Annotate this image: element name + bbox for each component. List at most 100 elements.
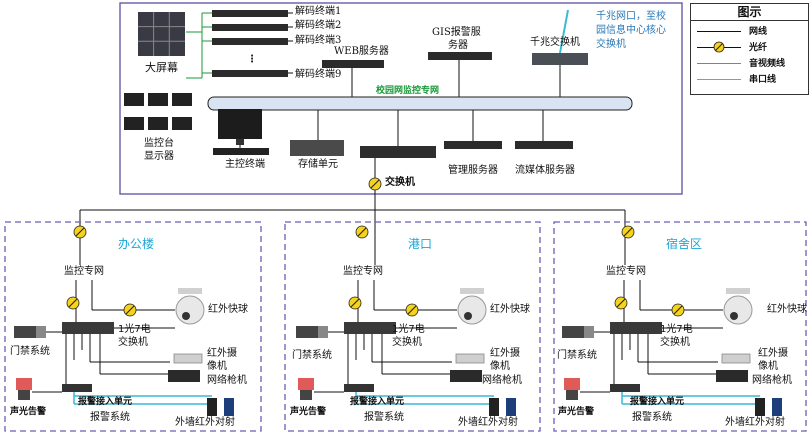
decoder-av-links — [186, 12, 212, 79]
alarm-unit-icon — [344, 384, 374, 392]
bullet-camera-icon — [450, 370, 482, 382]
alarm-unit-icon — [610, 384, 640, 392]
sound-light-alarm-label: 声光告警 — [290, 407, 327, 417]
siren-icon — [298, 378, 314, 400]
fiber-marker-icon — [73, 225, 87, 239]
decoder-label-3: 解码终端3 — [295, 35, 342, 46]
fiber-marker-icon — [66, 296, 80, 310]
site-name: 宿舍区 — [666, 237, 703, 251]
access-control-label: 门禁系统 — [292, 350, 332, 361]
fiber-marker-icon — [713, 41, 725, 53]
control-center-frame — [119, 2, 683, 195]
ir-camera-label-line1: 红外摄 — [758, 348, 788, 359]
fiber-switch-icon — [610, 322, 662, 334]
stream-server-label: 流媒体服务器 — [515, 165, 575, 176]
stream-server-icon — [515, 141, 573, 149]
sound-light-alarm-label: 声光告警 — [10, 407, 47, 417]
private-net-label: 监控专网 — [606, 266, 646, 277]
fiber-switch-label-line1: 1光7电 — [392, 324, 425, 335]
campus-monitoring-bus — [207, 96, 633, 111]
legend-item-fiber: 光纤 — [697, 40, 805, 54]
mgmt-server-icon — [444, 141, 502, 149]
site-network-graphic — [296, 225, 516, 416]
fiber-marker-icon — [123, 303, 137, 317]
fiber-marker-icon — [368, 177, 382, 191]
gis-server-label-line1: GIS报警服 — [432, 27, 481, 38]
serial-line-swatch — [697, 79, 741, 80]
fiber-switch-icon — [62, 322, 114, 334]
decoder-label-1: 解码终端1 — [295, 6, 342, 17]
av-line-swatch — [697, 63, 741, 64]
private-net-label: 监控专网 — [64, 266, 104, 277]
siren-icon — [16, 378, 32, 400]
core-switch-icon — [360, 146, 436, 158]
site-name: 办公楼 — [118, 237, 155, 251]
legend-label-av: 音视频线 — [749, 59, 786, 69]
alarm-unit-label: 报警接入单元 — [630, 397, 685, 407]
bullet-camera-label: 网络枪机 — [752, 375, 792, 386]
bullet-camera-label: 网络枪机 — [207, 375, 247, 386]
fiber-marker-icon — [405, 303, 419, 317]
core-switch-label: 交换机 — [385, 177, 415, 188]
uplink-note-line1: 千兆网口，至校 — [596, 11, 666, 22]
fiber-switch-label-line1: 1光7电 — [118, 324, 151, 335]
site-frame — [284, 221, 541, 432]
site-name: 港口 — [408, 237, 433, 251]
gigabit-switch-label: 千兆交换机 — [530, 37, 580, 48]
site-network-graphic — [14, 225, 234, 416]
fiber-switch-label-line2: 交换机 — [392, 337, 422, 348]
ir-beam-detector-icon — [489, 398, 516, 416]
access-control-label: 门禁系统 — [10, 346, 50, 357]
access-control-icon — [562, 326, 594, 338]
bus-label: 校园网监控专网 — [376, 86, 440, 96]
legend-label-serial: 串口线 — [749, 75, 777, 85]
fiber-switch-label-line1: 1光7电 — [660, 324, 693, 335]
ir-camera-icon — [721, 353, 751, 364]
legend-item-serial: 串口线 — [697, 72, 805, 86]
main-terminal-label: 主控终端 — [225, 159, 265, 170]
ir-camera-icon — [455, 353, 485, 364]
ir-beam-label: 外墙红外对射 — [175, 417, 235, 428]
access-control-label: 门禁系统 — [557, 350, 597, 361]
private-net-label: 监控专网 — [343, 266, 383, 277]
ir-beam-label: 外墙红外对射 — [458, 417, 518, 428]
web-server-icon — [322, 60, 384, 68]
legend-label-network: 网线 — [749, 27, 768, 37]
big-screen-label: 大屏幕 — [145, 61, 178, 74]
ptz-camera-label: 红外快球 — [767, 304, 807, 315]
ir-camera-label-line1: 红外摄 — [207, 348, 237, 359]
ptz-camera-icon — [175, 288, 205, 325]
legend-title: 图示 — [691, 4, 808, 21]
decoder-terminal-icon — [212, 10, 288, 77]
site-frame — [4, 221, 262, 432]
alarm-system-label: 报警系统 — [90, 412, 130, 423]
fiber-switch-label-line2: 交换机 — [118, 337, 148, 348]
gigabit-switch-icon — [532, 53, 588, 65]
gis-server-icon — [428, 52, 492, 60]
sound-light-alarm-label: 声光告警 — [558, 407, 595, 417]
decoder-label-2: 解码终端2 — [295, 20, 342, 31]
ir-camera-label-line1: 红外摄 — [490, 348, 520, 359]
access-control-icon — [14, 326, 46, 338]
bullet-camera-icon — [716, 370, 748, 382]
uplink-note-line2: 园信息中心核心 — [596, 25, 666, 36]
ptz-camera-icon — [457, 288, 487, 325]
ir-beam-detector-icon — [755, 398, 782, 416]
ir-camera-icon — [173, 353, 203, 364]
ir-camera-label-line2: 像机 — [490, 361, 510, 372]
ptz-camera-label: 红外快球 — [490, 304, 530, 315]
bullet-camera-label: 网络枪机 — [482, 375, 522, 386]
alarm-unit-label: 报警接入单元 — [350, 397, 405, 407]
site-network-graphic — [562, 225, 782, 416]
legend-label-fiber: 光纤 — [749, 43, 768, 53]
decoder-ellipsis: ⋮ — [247, 54, 257, 65]
fiber-marker-icon — [621, 225, 635, 239]
ir-beam-detector-icon — [207, 398, 234, 416]
monitor-desk-label-line1: 监控台 — [144, 138, 174, 149]
fiber-marker-icon — [348, 296, 362, 310]
fiber-marker-icon — [355, 225, 369, 239]
network-line-swatch — [697, 31, 741, 32]
monitor-desk-label-line2: 显示器 — [144, 151, 174, 162]
